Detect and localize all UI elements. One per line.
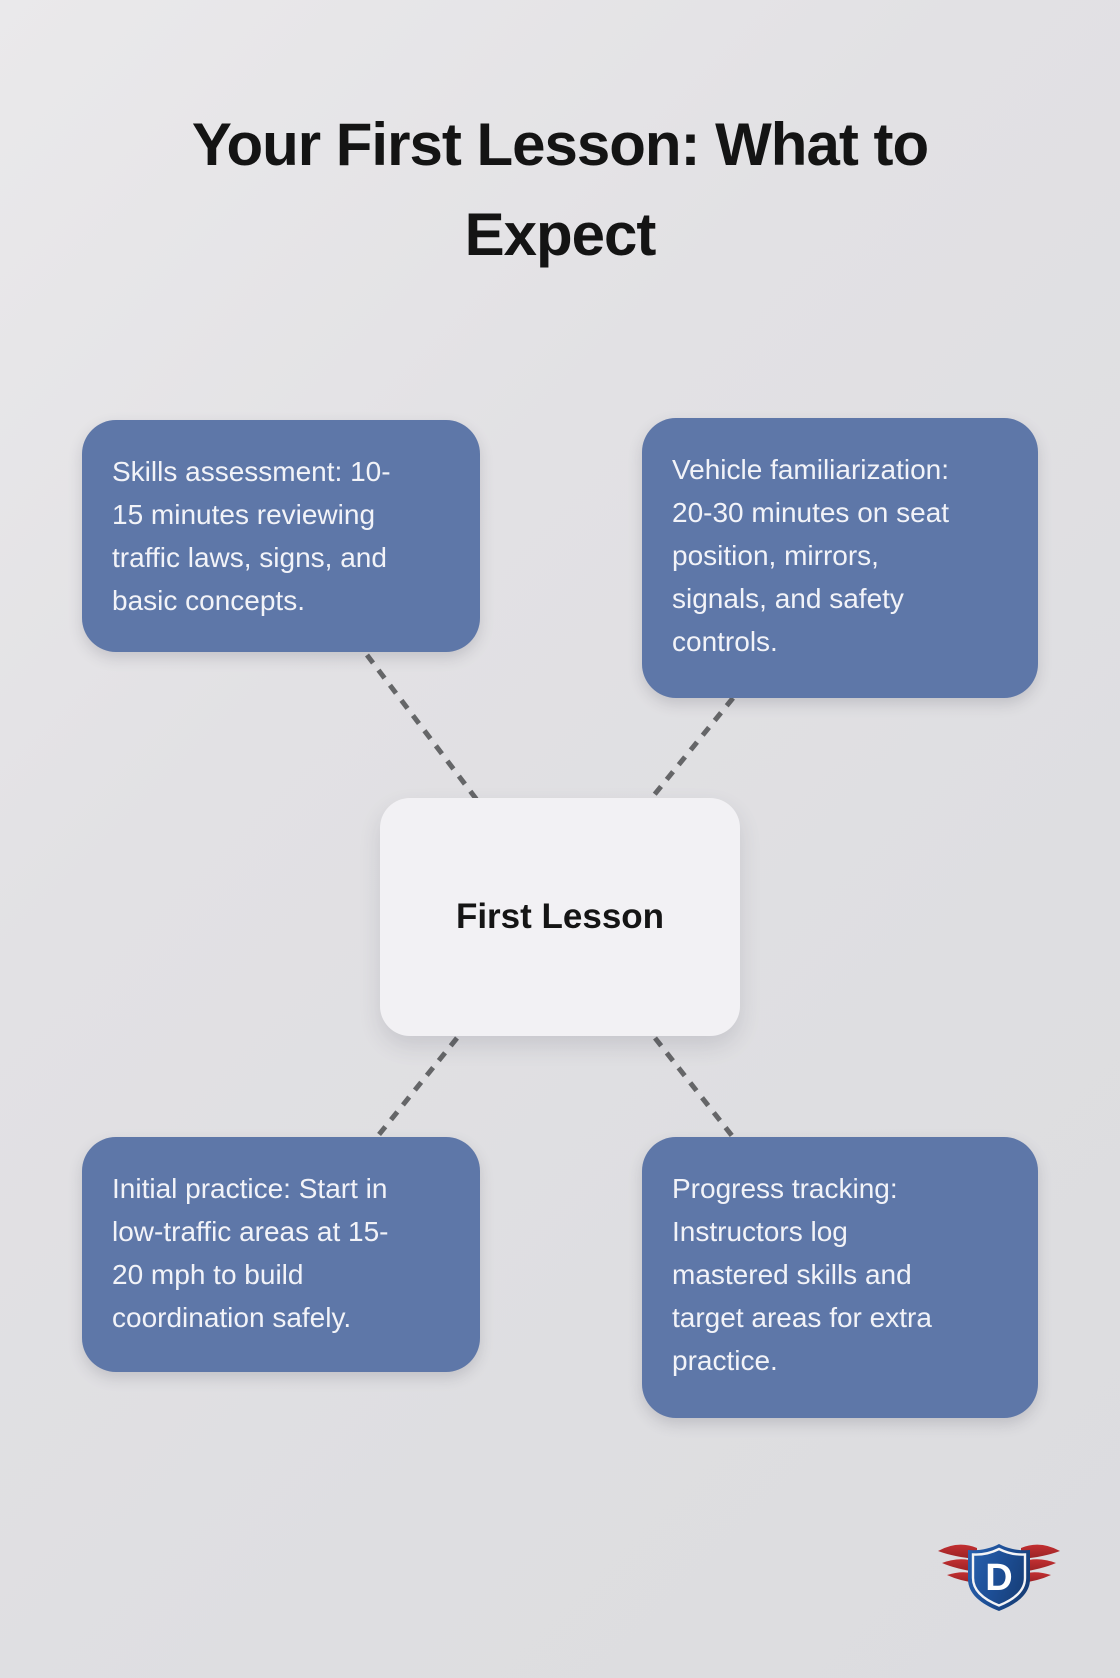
driving-school-shield-logo: D	[930, 1535, 1060, 1630]
connector-top-left	[365, 653, 479, 802]
node-initial-practice: Initial practice: Start in low-traffic a…	[82, 1137, 480, 1372]
logo-letter: D	[985, 1557, 1012, 1599]
page-title: Your First Lesson: What to Expect	[191, 111, 929, 268]
shield-icon	[968, 1544, 1030, 1611]
connector-bottom-left	[375, 1036, 459, 1139]
connector-bottom-right	[653, 1036, 735, 1139]
shield-wings-icon: D	[938, 1544, 1060, 1611]
center-node-first-lesson: First Lesson	[380, 798, 740, 1036]
node-skills-assessment: Skills assessment: 10- 15 minutes review…	[82, 420, 480, 652]
connector-top-right	[648, 696, 735, 802]
node-vehicle-familiarization: Vehicle familiarization: 20-30 minutes o…	[642, 418, 1038, 698]
node-progress-tracking: Progress tracking: Instructors log maste…	[642, 1137, 1038, 1418]
center-node-label: First Lesson	[455, 897, 665, 936]
